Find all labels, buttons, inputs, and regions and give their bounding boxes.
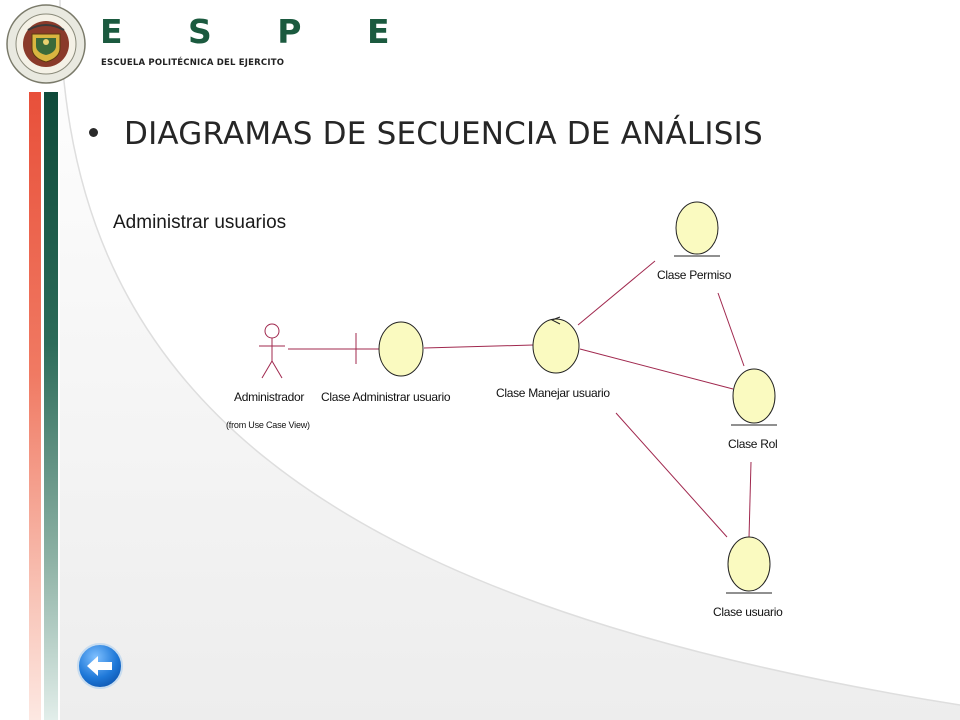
rol-label: Clase Rol [728,437,778,451]
espe-wordmark: E S P E [100,12,417,51]
diagram-subtitle: Administrar usuarios [113,212,287,233]
espe-seal-logo [6,4,86,84]
permiso-label: Clase Permiso [657,268,732,282]
actor-label: Administrador [234,390,305,404]
decorative-red-bar [29,92,41,720]
control-object-icon [532,316,580,374]
link-control-usuario [615,412,728,538]
entity-permiso-icon [674,201,720,257]
entity-usuario-icon [726,536,772,594]
espe-subtitle: ESCUELA POLITÉCNICA DEL EJERCITO [101,58,285,68]
link-rol-usuario [748,461,752,539]
usuario-label: Clase usuario [713,605,783,619]
boundary-label: Clase Administrar usuario [321,390,451,404]
link-boundary-control [423,344,534,349]
link-control-permiso [577,260,656,326]
bullet-icon [89,128,98,137]
control-label: Clase Manejar usuario [496,386,610,400]
actor-note: (from Use Case View) [226,420,310,430]
back-arrow-icon[interactable] [76,642,124,690]
entity-rol-icon [731,368,777,426]
link-control-rol [579,348,734,390]
actor-icon [259,323,285,379]
decorative-green-bar [44,92,58,720]
slide-title: DIAGRAMAS DE SECUENCIA DE ANÁLISIS [124,116,763,152]
link-permiso-rol [717,292,745,367]
boundary-object-icon [355,321,424,377]
